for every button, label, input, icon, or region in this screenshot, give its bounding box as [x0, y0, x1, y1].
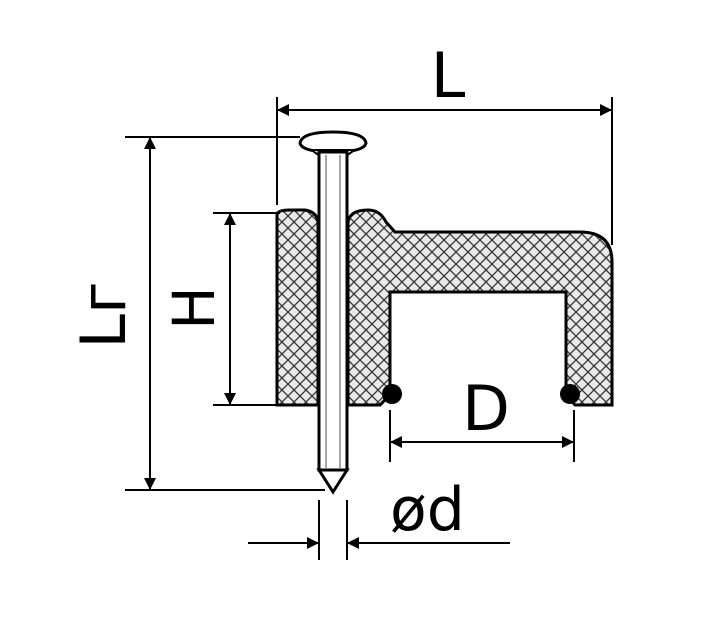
- nail: [298, 130, 368, 495]
- left-lip: [382, 384, 402, 404]
- label-d: D: [462, 372, 510, 445]
- dimension-diameter: ød: [248, 475, 510, 549]
- clip-body: [275, 208, 614, 407]
- dimension-d: D: [390, 372, 574, 448]
- label-diameter: ød: [390, 475, 465, 545]
- dimension-l: L: [277, 39, 612, 116]
- label-h: H: [160, 286, 228, 330]
- right-lip: [560, 384, 580, 404]
- label-lg: Lг: [67, 281, 140, 348]
- dimension-lg: Lг: [67, 137, 156, 490]
- dimension-h: H: [160, 213, 236, 405]
- label-l: L: [431, 39, 466, 112]
- extension-lines: [125, 97, 613, 560]
